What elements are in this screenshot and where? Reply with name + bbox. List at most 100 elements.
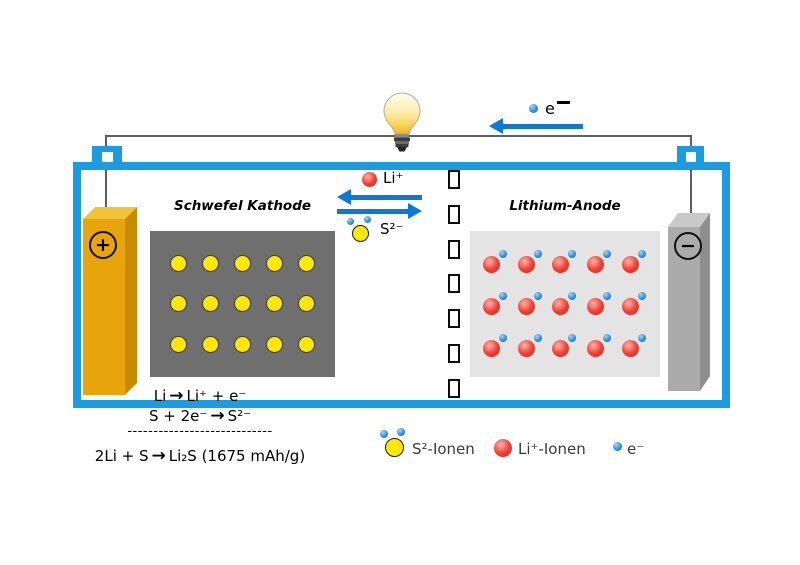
reaction-line-3: 2Li + S→Li₂S (1675 mAh/g): [75, 446, 325, 466]
lithium-atom-icon: [552, 292, 577, 316]
li-ion-icon: [494, 439, 512, 457]
minus-symbol: −: [680, 234, 696, 257]
cathode-title: Schwefel Kathode: [173, 198, 312, 214]
separator-dash: [448, 309, 460, 329]
arrow-bar: [337, 208, 409, 214]
li-ion-icon: [517, 340, 535, 357]
electron-dot-icon: [347, 218, 354, 225]
sulfur-particle-icon: [266, 254, 284, 272]
separator-dash: [448, 274, 460, 294]
reaction-rhs: Li₂S (1675 mAh/g): [168, 447, 306, 465]
sulfur-particle-icon: [298, 254, 316, 272]
electron-dot-icon: [533, 292, 542, 300]
separator-dash: [448, 239, 460, 259]
terminal-hole: [102, 152, 113, 162]
li-ion-label: Li⁺: [383, 169, 404, 187]
lithium-atom-icon: [517, 250, 543, 274]
electron-dot-icon: [603, 250, 612, 258]
sulfur-particle-icon: [233, 295, 251, 313]
li-ion-icon: [482, 256, 500, 273]
sulfur-particle-icon: [233, 254, 251, 272]
lithium-atom-icon: [517, 334, 543, 358]
s-ion-arrow-icon: [337, 203, 422, 219]
minus-terminal-icon: −: [674, 232, 702, 260]
lithium-atom-icon: [517, 292, 543, 316]
reaction-arrow-icon: →: [169, 386, 184, 406]
lithium-atom-icon: [587, 250, 612, 274]
reaction-lhs: S + 2e⁻: [148, 407, 208, 425]
arrowhead-right-icon: [408, 203, 422, 219]
reaction-lhs: 2Li + S: [94, 447, 149, 465]
sulfur-particle-icon: [201, 295, 219, 313]
anode-matrix: [470, 231, 660, 377]
sulfur-particle-icon: [298, 336, 316, 354]
reaction-lhs: Li: [153, 387, 167, 405]
lithium-atom-icon: [552, 334, 577, 358]
reaction-rhs: Li⁺ + e⁻: [186, 387, 247, 405]
electron-flow-label: e: [545, 99, 570, 118]
li-ion-icon: [482, 298, 500, 315]
electron-dot-icon: [603, 292, 612, 300]
sulfur-particle-icon: [233, 336, 251, 354]
arrow-bar: [502, 123, 583, 129]
sulfur-particle-icon: [169, 295, 187, 313]
lithium-atom-icon: [587, 334, 612, 358]
anode-title: Lithium-Anode: [509, 198, 621, 214]
electron-dot-icon: [568, 334, 577, 342]
lithium-atom-icon: [622, 250, 647, 274]
li-ion-arrow-icon: [337, 189, 422, 205]
separator-dash: [448, 204, 460, 224]
legend-li-ion-label: Li⁺-Ionen: [518, 440, 586, 458]
separator: [447, 170, 461, 398]
arrowhead-left-icon: [337, 189, 351, 205]
electron-dot-icon: [568, 250, 577, 258]
reaction-line-2: S + 2e⁻→S²⁻: [110, 406, 290, 426]
lithium-atom-icon: [482, 292, 508, 316]
s-ion-label: S²⁻: [380, 220, 404, 238]
li-ion-icon: [622, 298, 640, 315]
electron-dot-icon: [397, 428, 405, 436]
sulfur-particle-icon: [169, 336, 187, 354]
sulfur-particle-icon: [266, 336, 284, 354]
sulfide-ion-icon: [385, 438, 404, 457]
li-ion-icon: [622, 256, 640, 273]
lithium-atom-icon: [482, 334, 508, 358]
li-ion-icon: [517, 298, 535, 315]
lithium-atom-icon: [622, 334, 647, 358]
li-ion-icon: [587, 298, 605, 315]
li-ion-icon: [587, 340, 605, 357]
arrowhead-left-icon: [489, 118, 503, 134]
electron-dot-icon: [533, 334, 542, 342]
reaction-rhs: S²⁻: [227, 407, 252, 425]
electron-dot-icon: [529, 104, 538, 113]
li-ion-icon: [482, 340, 500, 357]
li-ion-icon: [552, 340, 570, 357]
sulfur-particle-icon: [169, 254, 187, 272]
cell-frame: [73, 162, 730, 408]
reaction-arrow-icon: →: [151, 446, 166, 466]
reaction-arrow-icon: →: [210, 406, 225, 426]
legend-electron-label: e⁻: [627, 440, 645, 458]
superscript-minus-icon: [556, 101, 570, 104]
electron-dot-icon: [613, 442, 622, 451]
wire-left: [105, 135, 107, 210]
li-ion-icon: [552, 256, 570, 273]
electron-dot-icon: [380, 430, 388, 438]
electron-letter: e: [545, 99, 555, 118]
lithium-atom-icon: [622, 292, 647, 316]
positive-electrode: [78, 202, 142, 398]
cathode-matrix: [150, 231, 335, 377]
negative-electrode: [663, 199, 713, 395]
sulfur-particle-icon: [298, 295, 316, 313]
li-ion-icon: [552, 298, 570, 315]
li-ion-icon: [622, 340, 640, 357]
sulfur-particle-icon: [201, 254, 219, 272]
sulfur-particle-icon: [201, 336, 219, 354]
lithium-atom-icon: [587, 292, 612, 316]
reaction-line-1: Li→Li⁺ + e⁻: [110, 386, 290, 406]
reaction-divider: ----------------------------: [127, 424, 273, 439]
electron-dot-icon: [638, 250, 647, 258]
light-bulb-icon: [381, 92, 423, 156]
separator-dash: [448, 344, 460, 364]
